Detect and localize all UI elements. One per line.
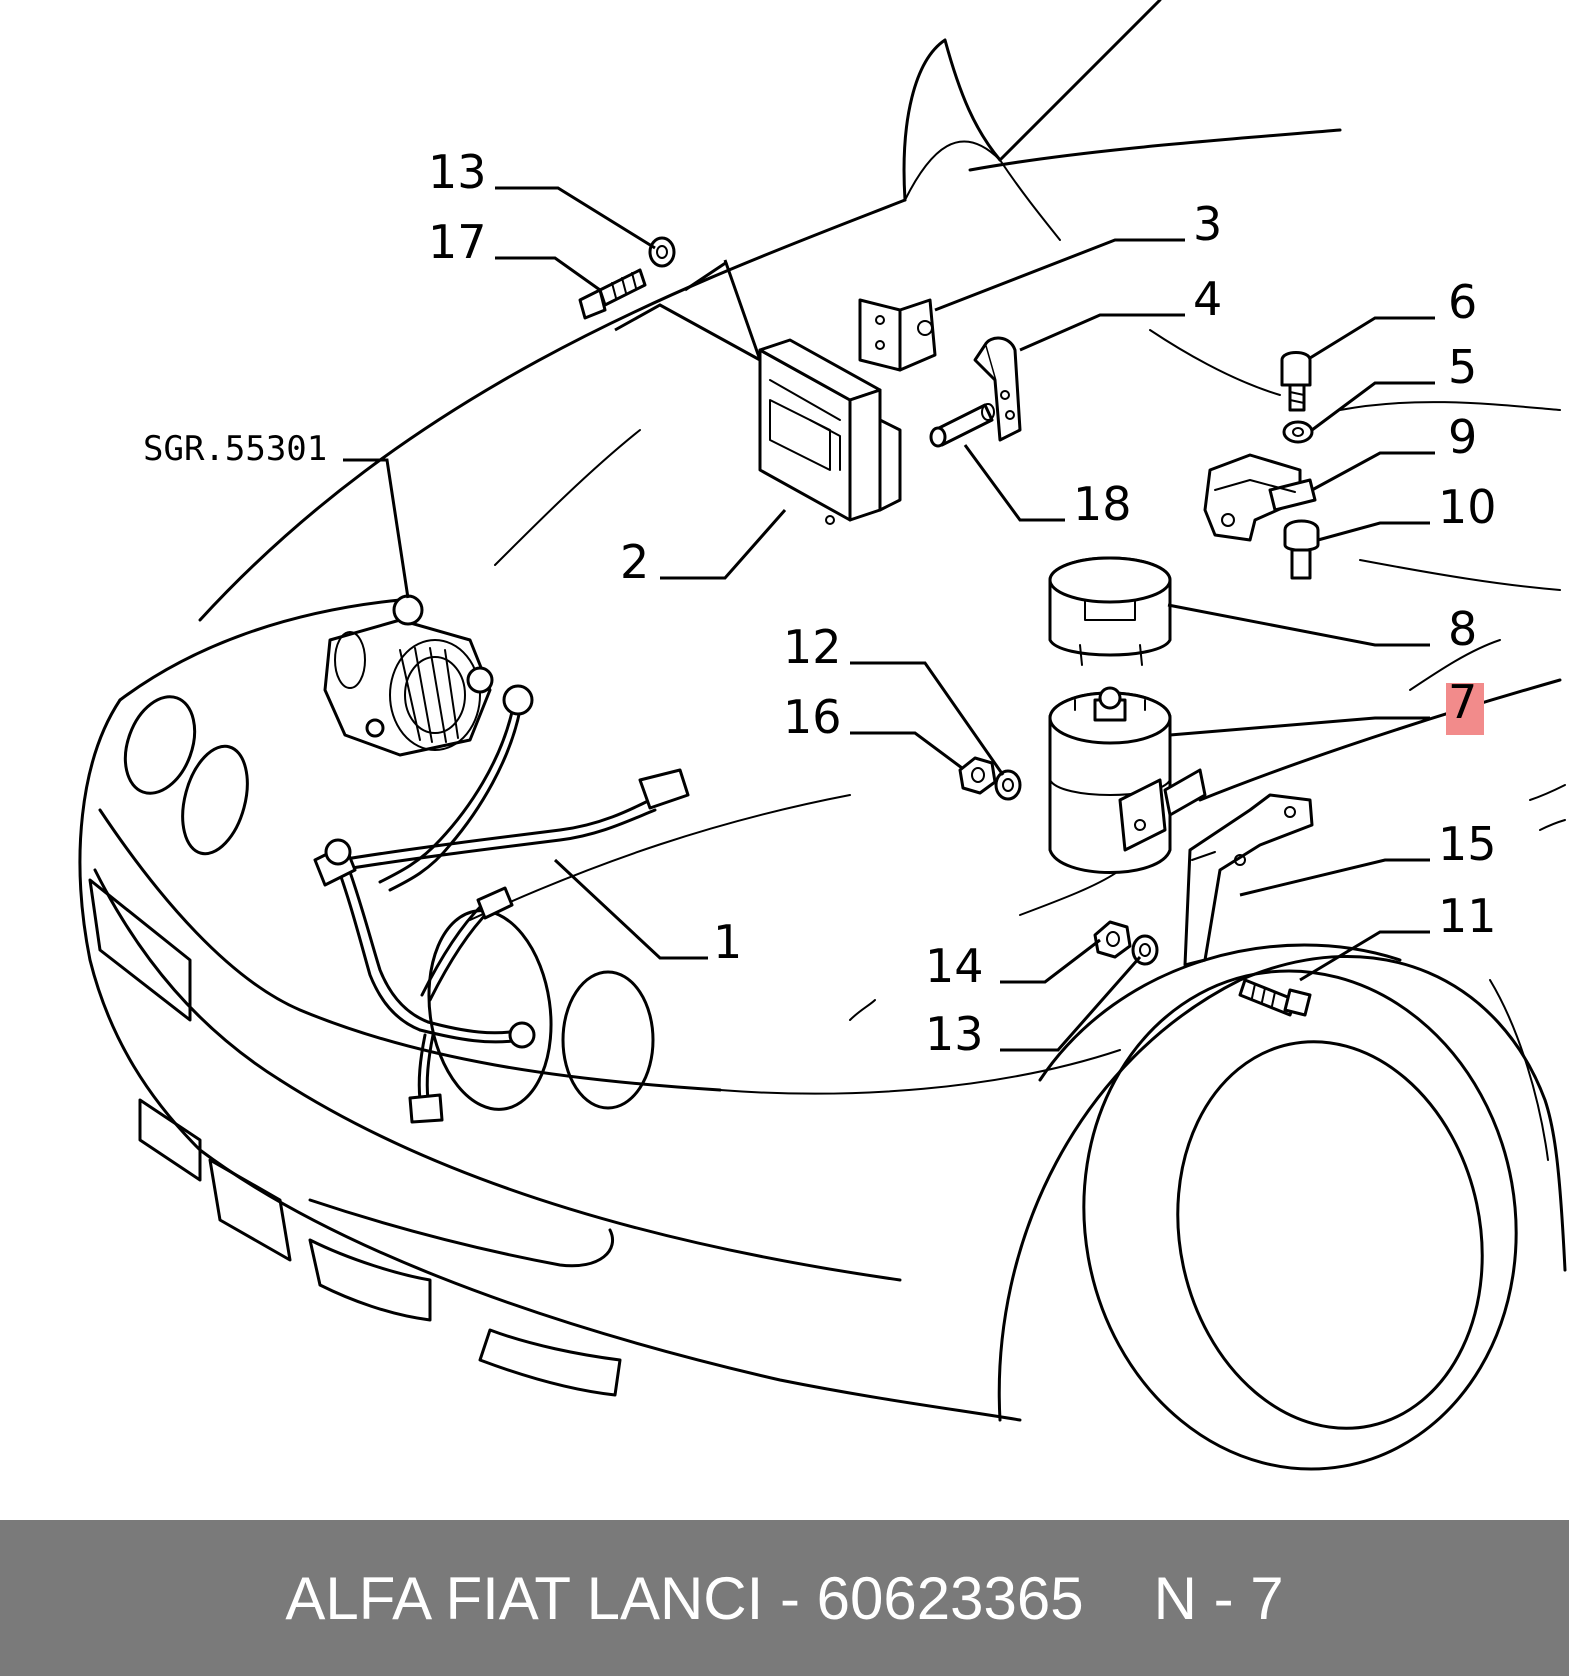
wiring-harness-1 (313, 684, 690, 1124)
callout-2: 2 (620, 535, 649, 589)
bolt-11 (1238, 978, 1312, 1017)
footer-banner: ALFA FIAT LANCI - 60623365 N - 7 (0, 1520, 1569, 1676)
exploded-parts-diagram: 13 17 SGR.55301 2 3 4 18 6 5 9 10 8 7 12… (78, 0, 1567, 1471)
leader-lines (343, 186, 1435, 1052)
callout-17: 17 (428, 215, 487, 269)
callout-13-top: 13 (428, 145, 487, 199)
callout-7-highlight (1446, 683, 1484, 735)
footer-page-ref: N - 7 (1153, 1564, 1284, 1632)
spacer-18 (929, 403, 995, 448)
callout-11: 11 (1438, 889, 1497, 943)
callout-3: 3 (1193, 197, 1222, 251)
ecu-control-unit (758, 338, 902, 525)
footer-part-number: ALFA FIAT LANCI - 60623365 (285, 1564, 1084, 1632)
callout-15: 15 (1438, 817, 1497, 871)
callout-18: 18 (1073, 477, 1132, 531)
callout-5: 5 (1448, 340, 1477, 394)
bracket-3 (858, 298, 937, 372)
callout-8: 8 (1448, 602, 1477, 656)
screw-10 (1283, 519, 1320, 580)
screw-6 (1280, 351, 1312, 412)
callout-9: 9 (1448, 410, 1477, 464)
callout-12: 12 (783, 620, 842, 674)
callout-6: 6 (1448, 275, 1477, 329)
washer-13-top (648, 236, 676, 268)
bracket-4 (973, 336, 1022, 442)
alternator (323, 594, 494, 757)
bracket-15 (1183, 793, 1314, 967)
washer-12 (994, 769, 1022, 801)
car-body-outline (78, 0, 1567, 1471)
bolt-17 (578, 268, 647, 320)
nut-14 (1093, 920, 1132, 959)
nut-16 (958, 756, 997, 795)
callout-13-bottom: 13 (925, 1007, 984, 1061)
washer-5 (1282, 420, 1314, 444)
cap-8 (1048, 556, 1172, 666)
callout-16: 16 (783, 690, 842, 744)
callout-1: 1 (713, 915, 742, 969)
reference-label: SGR.55301 (143, 429, 327, 469)
callout-7: 7 (1448, 675, 1477, 729)
callout-labels: 13 17 SGR.55301 2 3 4 18 6 5 9 10 8 7 12… (143, 145, 1497, 1061)
ignition-coil-7 (1048, 686, 1207, 874)
sensor-9 (1203, 453, 1317, 542)
callout-10: 10 (1438, 480, 1497, 534)
callout-4: 4 (1193, 272, 1222, 326)
callout-14: 14 (925, 939, 984, 993)
